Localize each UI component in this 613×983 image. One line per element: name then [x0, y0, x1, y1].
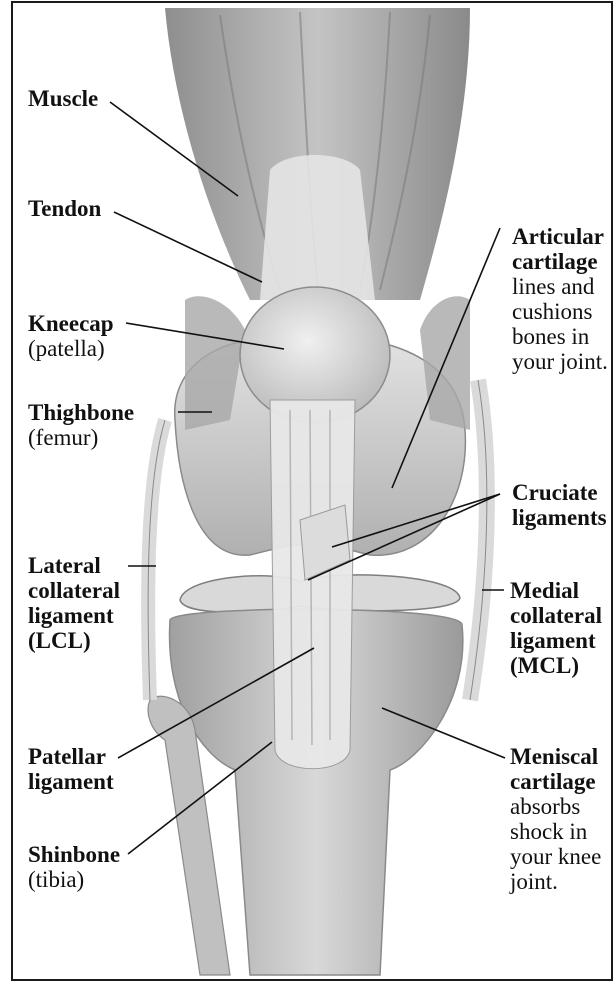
- label-meniscal-line1: Meniscal: [510, 744, 601, 769]
- label-lcl-line1: Lateral: [28, 553, 120, 578]
- label-meniscal-cartilage: Meniscal cartilage absorbs shock in your…: [510, 744, 601, 894]
- label-kneecap: Kneecap (patella): [28, 311, 114, 361]
- label-muscle: Muscle: [28, 86, 98, 111]
- label-lcl-line2: collateral: [28, 578, 120, 603]
- label-lcl: Lateral collateral ligament (LCL): [28, 553, 120, 653]
- label-articular-desc3: bones in: [512, 324, 608, 349]
- label-thighbone-name: Thighbone: [28, 400, 134, 425]
- label-meniscal-line2: cartilage: [510, 769, 601, 794]
- label-mcl-line2: collateral: [510, 603, 602, 628]
- label-articular-line1: Articular: [512, 224, 608, 249]
- label-articular-cartilage: Articular cartilage lines and cushions b…: [512, 224, 608, 374]
- label-patellar-line2: ligament: [28, 769, 114, 794]
- label-meniscal-desc4: joint.: [510, 869, 601, 894]
- label-mcl-line1: Medial: [510, 578, 602, 603]
- label-cruciate-line2: ligaments: [512, 505, 607, 530]
- label-shinbone-name: Shinbone: [28, 842, 120, 867]
- label-patellar-line1: Patellar: [28, 744, 114, 769]
- label-articular-desc1: lines and: [512, 274, 608, 299]
- label-patellar-ligament: Patellar ligament: [28, 744, 114, 794]
- label-meniscal-desc1: absorbs: [510, 794, 601, 819]
- label-tendon: Tendon: [28, 196, 101, 221]
- quadriceps-tendon: [260, 155, 375, 300]
- label-articular-desc4: your joint.: [512, 349, 608, 374]
- label-lcl-line4: (LCL): [28, 628, 120, 653]
- label-tendon-name: Tendon: [28, 196, 101, 221]
- label-meniscal-desc3: your knee: [510, 844, 601, 869]
- label-mcl-line4: (MCL): [510, 653, 602, 678]
- label-articular-line2: cartilage: [512, 249, 608, 274]
- label-thighbone: Thighbone (femur): [28, 400, 134, 450]
- label-shinbone-detail: (tibia): [28, 867, 120, 892]
- label-lcl-line3: ligament: [28, 603, 120, 628]
- label-mcl: Medial collateral ligament (MCL): [510, 578, 602, 678]
- label-kneecap-detail: (patella): [28, 336, 114, 361]
- label-cruciate-line1: Cruciate: [512, 480, 607, 505]
- label-articular-desc2: cushions: [512, 299, 608, 324]
- label-kneecap-name: Kneecap: [28, 311, 114, 336]
- label-thighbone-detail: (femur): [28, 425, 134, 450]
- label-muscle-name: Muscle: [28, 86, 98, 111]
- label-mcl-line3: ligament: [510, 628, 602, 653]
- label-shinbone: Shinbone (tibia): [28, 842, 120, 892]
- label-cruciate: Cruciate ligaments: [512, 480, 607, 530]
- label-meniscal-desc2: shock in: [510, 819, 601, 844]
